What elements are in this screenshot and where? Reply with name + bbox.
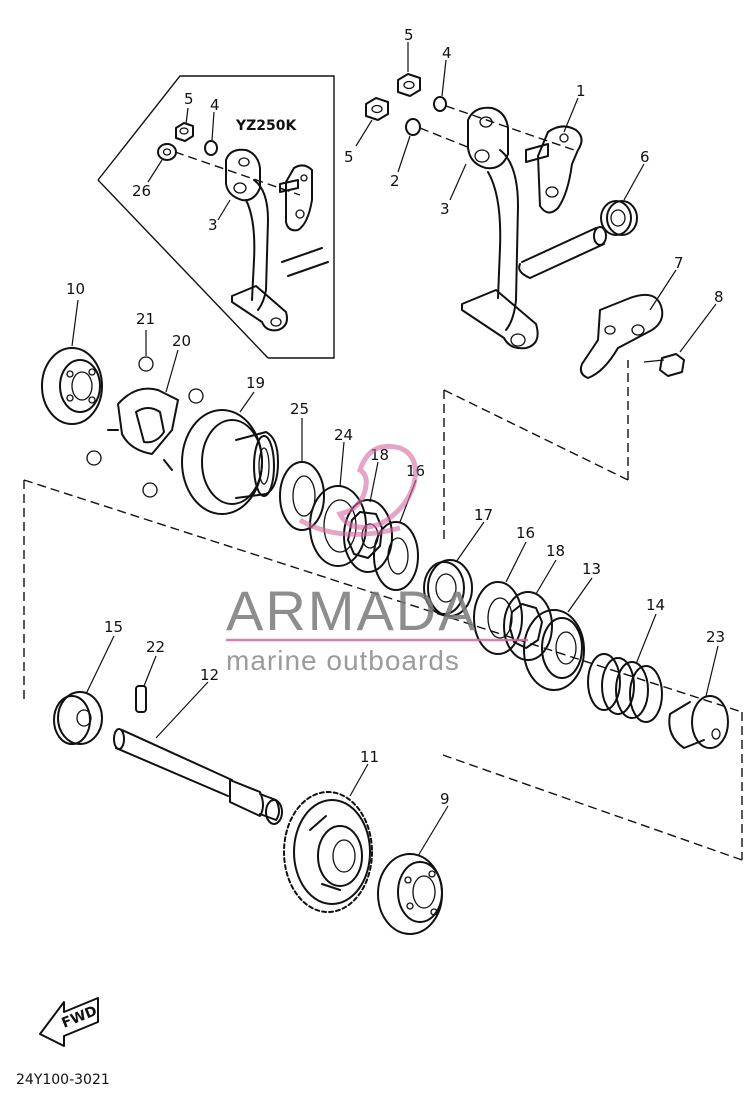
callout-5-inset: 5 — [184, 90, 194, 108]
steel-ball-21-c — [86, 450, 102, 466]
callout-21: 21 — [136, 310, 155, 328]
nut-5-upper — [397, 73, 421, 97]
shift-shaft — [518, 226, 607, 279]
callout-18-lower: 18 — [546, 542, 565, 560]
nut-5-lower — [365, 97, 389, 121]
spring-guide-13 — [523, 609, 585, 691]
inset-variant-box: YZ250K — [97, 75, 335, 359]
callout-3-inset: 3 — [208, 216, 218, 234]
callout-15: 15 — [104, 618, 123, 636]
bolt-8 — [643, 353, 685, 377]
fwd-label: FWD — [60, 1003, 100, 1032]
diagram-code: 24Y100-3021 — [16, 1072, 110, 1088]
washer-16-upper — [373, 521, 419, 591]
callout-11: 11 — [360, 748, 379, 766]
inset-washer-26 — [157, 143, 177, 161]
spring-14 — [587, 653, 663, 723]
callout-8: 8 — [714, 288, 724, 306]
washer-15 — [53, 691, 103, 745]
callout-22: 22 — [146, 638, 165, 656]
callout-24: 24 — [334, 426, 353, 444]
callout-13: 13 — [582, 560, 601, 578]
callout-7: 7 — [674, 254, 684, 272]
callout-12: 12 — [200, 666, 219, 684]
callout-4-top: 4 — [442, 44, 452, 62]
callout-2: 2 — [390, 172, 400, 190]
stopper-plate-1 — [525, 125, 583, 214]
callout-19: 19 — [246, 374, 265, 392]
steel-ball-21-b — [188, 388, 204, 404]
callout-3: 3 — [440, 200, 450, 218]
oil-seal-6 — [600, 200, 638, 236]
callout-5-left: 5 — [344, 148, 354, 166]
steel-ball-21-a — [138, 356, 154, 372]
inset-model-label: YZ250K — [235, 118, 298, 134]
inset-stopper-plate — [279, 164, 313, 232]
watermark-subtitle: marine outboards — [226, 645, 460, 676]
callout-9: 9 — [440, 790, 450, 808]
fwd-arrow-icon: FWD — [39, 997, 100, 1047]
collar-23 — [668, 695, 729, 749]
callout-23: 23 — [706, 628, 725, 646]
steel-ball-21-d — [142, 482, 158, 498]
callout-4-inset: 4 — [210, 96, 220, 114]
callout-numbers: 5 4 5 2 3 1 6 7 8 5 4 26 3 10 21 20 19 2… — [66, 26, 725, 808]
washer-2 — [405, 118, 421, 136]
callout-1: 1 — [576, 82, 586, 100]
watermark-logo-icon — [298, 443, 418, 537]
callout-25: 25 — [290, 400, 309, 418]
callout-10: 10 — [66, 280, 85, 298]
watermark-title: ARMADA — [226, 579, 478, 642]
shift-arm-3 — [461, 106, 539, 350]
inset-shift-arm — [225, 148, 288, 332]
inset-nut-5 — [175, 122, 194, 142]
inset-washer-4 — [204, 140, 218, 156]
bearing-10 — [41, 347, 103, 425]
pin-22 — [135, 685, 147, 713]
washer-4 — [433, 96, 447, 112]
kick-shaft-12 — [113, 728, 283, 825]
kick-idle-gear-19 — [181, 409, 279, 515]
callout-20: 20 — [172, 332, 191, 350]
shift-lever-7 — [579, 294, 664, 379]
callout-5-top: 5 — [404, 26, 414, 44]
bearing-9 — [377, 853, 443, 935]
callout-16-lower: 16 — [516, 524, 535, 542]
callout-14: 14 — [646, 596, 665, 614]
kick-gear-11 — [283, 791, 373, 913]
callout-26: 26 — [132, 182, 151, 200]
kick-guide-20 — [107, 387, 179, 471]
ratchet-18-lower — [503, 591, 553, 661]
collar-17 — [423, 559, 473, 617]
callout-17: 17 — [474, 506, 493, 524]
callout-6: 6 — [640, 148, 650, 166]
watermark: ARMADA marine outboards — [226, 443, 528, 676]
